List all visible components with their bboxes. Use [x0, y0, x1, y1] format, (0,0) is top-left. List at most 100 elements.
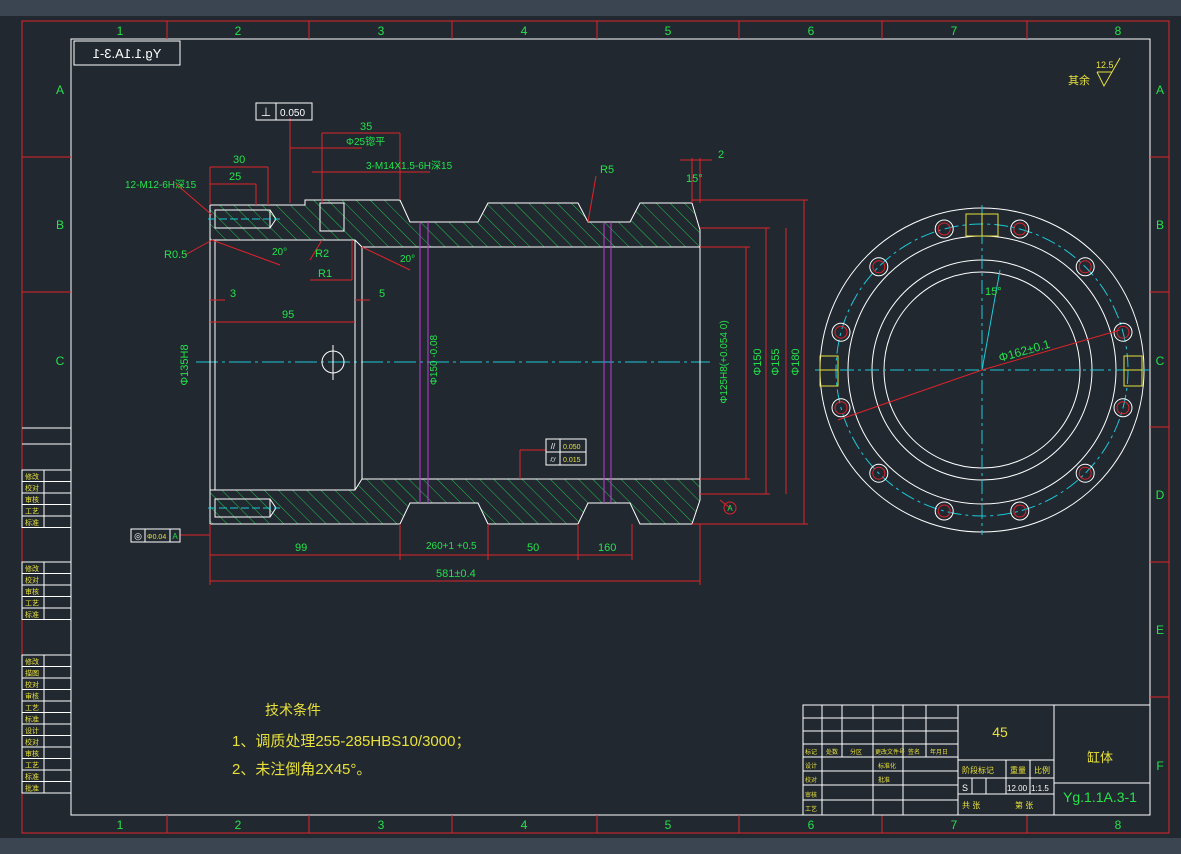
signature-block-label: 标准 — [25, 772, 39, 781]
tb-header-0: 标记 — [805, 748, 817, 756]
bolt-hole-inner — [937, 504, 951, 518]
dim-35: 35 — [360, 121, 372, 133]
notes-title: 技术条件 — [265, 702, 321, 718]
cylindricity-symbol: ⌭ — [550, 455, 556, 464]
cross-hole-lines — [419, 222, 612, 503]
dim-r1: R1 — [318, 268, 332, 280]
signature-block-label: 工艺 — [25, 704, 39, 712]
perpendicularity-symbol: ⊥ — [261, 105, 271, 119]
bolt-hole-inner — [834, 401, 848, 415]
signature-block-label: 标准 — [25, 518, 39, 527]
tb-part-name: 缸体 — [1087, 750, 1113, 765]
notes-line-1: 1、调质处理255-285HBS10/3000； — [232, 733, 470, 750]
tb-header-2: 分区 — [850, 748, 862, 756]
dim-phi-150: Φ150 -0.08 — [429, 334, 440, 385]
signature-block-label: 修改 — [25, 564, 39, 573]
coaxiality-value: Φ0.04 — [147, 534, 166, 541]
col-label-bottom-1: 1 — [117, 818, 124, 832]
end-thread-holes — [208, 202, 345, 518]
dim-bore-25: Φ25锪平 — [346, 135, 385, 148]
signature-block-label: 审核 — [25, 692, 39, 701]
tb-header-3: 更改文件号 — [875, 748, 905, 756]
notes-line-2: 2、未注倒角2X45°。 — [232, 761, 371, 778]
bolt-hole-inner — [1116, 325, 1130, 339]
upper-wall-section — [209, 199, 701, 248]
bolt-hole — [1010, 501, 1030, 521]
left-signature-blocks: 修改校对审核工艺标准修改校对审核工艺标准修改描图校对审核工艺标准设计校对审核工艺… — [21, 427, 72, 794]
technical-notes: 技术条件 1、调质处理255-285HBS10/3000； 2、未注倒角2X45… — [232, 702, 470, 778]
col-label-top-6: 6 — [808, 24, 815, 38]
row-label-left-b: B — [56, 218, 64, 232]
bolt-hole — [1113, 398, 1133, 418]
signature-block-label: 设计 — [25, 726, 39, 735]
bolt-hole-inner — [937, 222, 951, 236]
dim-30: 30 — [233, 154, 245, 166]
extension-lines — [175, 118, 808, 585]
angle-reference-line — [981, 269, 1001, 371]
tb-drawing-number: Yg.1.1A.3-1 — [1063, 789, 1137, 805]
col-label-top-3: 3 — [378, 24, 385, 38]
col-label-bottom-2: 2 — [235, 818, 242, 832]
row-label-right-d: D — [1156, 488, 1165, 502]
tb-left-2: 审核 — [805, 791, 817, 799]
signature-block-label: 工艺 — [25, 762, 39, 770]
signature-block-label: 标准 — [25, 715, 39, 724]
coaxiality-symbol: ◎ — [134, 531, 142, 541]
row-label-right-e: E — [1156, 623, 1164, 637]
signature-block-frame — [21, 561, 72, 620]
bolt-hole — [831, 398, 851, 418]
end-view-diameter-label: Φ162±0.1 — [997, 337, 1052, 365]
bolt-hole-inner — [872, 260, 886, 274]
dim-581: 581±0.4 — [436, 568, 476, 580]
bolt-hole — [869, 257, 889, 277]
row-label-right-a: A — [1156, 83, 1164, 97]
coaxiality-box: ◎ Φ0.04 A — [130, 528, 181, 543]
bolt-hole-inner — [834, 325, 848, 339]
end-view[interactable]: 15° Φ162±0.1 — [815, 205, 1150, 535]
dim-3: 3 — [230, 288, 236, 300]
tb-stage-label: 阶段标记 — [962, 765, 994, 775]
bolt-hole-inner — [1013, 504, 1027, 518]
signature-block-label: 工艺 — [25, 600, 39, 608]
dim-thread-3: 3-M14X1.5-6H深15 — [366, 160, 453, 172]
tb-left-3: 工艺 — [805, 805, 817, 813]
tb-scale-value: 1:1.5 — [1031, 784, 1049, 793]
dim-angle-20a: 20° — [272, 247, 287, 258]
dim-260: 260+1 +0.5 — [426, 541, 477, 552]
datum-circle-label: A — [727, 504, 733, 513]
dim-99: 99 — [295, 542, 307, 554]
signature-block-label: 工艺 — [25, 508, 39, 516]
tb-weight-label: 重量 — [1010, 765, 1026, 775]
signature-block-label: 校对 — [25, 576, 39, 585]
tb-mid-1: 批准 — [878, 776, 890, 784]
row-label-right-f: F — [1156, 759, 1163, 773]
tb-weight-value: 12.00 — [1007, 784, 1028, 793]
tb-material: 45 — [992, 724, 1008, 740]
signature-block-label: 审核 — [25, 749, 39, 758]
bolt-hole — [831, 322, 851, 342]
signature-block-label: 校对 — [25, 484, 39, 493]
dim-angle-15: 15° — [686, 173, 703, 185]
end-view-angle-label: 15° — [985, 286, 1002, 298]
section-view[interactable]: A 30 25 35 12-M12-6H深15 Φ25锪平 3-M14X1.5-… — [125, 102, 808, 585]
dim-95: 95 — [282, 309, 294, 321]
dim-r05: R0.5 — [164, 249, 187, 261]
cylindricity-value: 0.015 — [563, 457, 581, 464]
tb-left-0: 设计 — [805, 762, 817, 770]
bolt-hole-inner — [1078, 466, 1092, 480]
tb-header-1: 处数 — [826, 748, 838, 756]
dim-phi-125: Φ125H8(+0.054 0) — [719, 320, 730, 403]
datum-circle — [723, 501, 737, 515]
drawing-frame — [21, 20, 1170, 834]
bolt-holes — [831, 219, 1133, 521]
signature-block-label: 审核 — [25, 587, 39, 596]
tb-mid-0: 标准化 — [878, 762, 896, 770]
signature-block-label: 描图 — [25, 669, 39, 678]
dim-160: 160 — [598, 542, 616, 554]
perpendicularity-box: ⊥ 0.050 — [255, 102, 313, 121]
tb-left-1: 校对 — [805, 776, 817, 784]
lower-wall-section — [209, 478, 701, 525]
tb-scale-label: 比例 — [1034, 765, 1050, 775]
dim-2: 2 — [718, 149, 724, 161]
